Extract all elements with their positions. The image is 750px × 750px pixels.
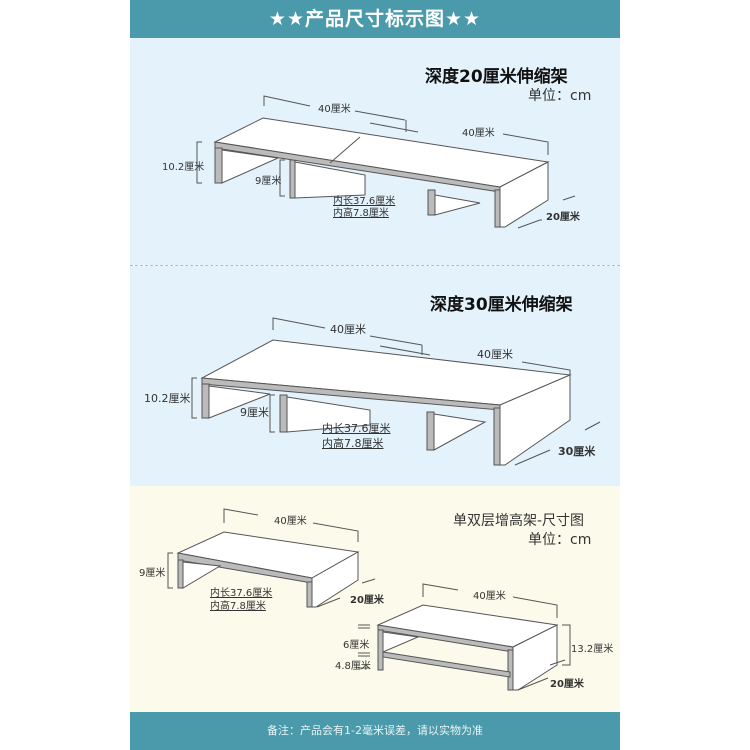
section1-length-left: 40厘米: [318, 104, 351, 115]
shelf-30cm-drawing: [191, 317, 601, 466]
section2-inner-height: 内高7.8厘米: [322, 437, 384, 450]
section1-unit: 单位：cm: [528, 88, 592, 104]
header-title: ★★产品尺寸标示图★★: [268, 8, 482, 30]
section2-height-outer: 10.2厘米: [144, 392, 191, 405]
page-header: ★★产品尺寸标示图★★: [130, 0, 620, 38]
section2-length-right: 40厘米: [477, 348, 513, 361]
double-upper-gap: 6厘米: [343, 640, 370, 651]
double-length: 40厘米: [473, 591, 506, 602]
double-depth: 20厘米: [550, 679, 584, 690]
section1-height-inner: 9厘米: [255, 176, 282, 187]
section-divider: [130, 265, 620, 266]
shelf-20cm-drawing: [196, 95, 576, 229]
single-inner-length: 内长37.6厘米: [210, 588, 273, 599]
section2-depth: 30厘米: [558, 445, 596, 458]
single-inner-height: 内高7.8厘米: [210, 601, 266, 612]
section1-inner-height: 内高7.8厘米: [333, 208, 389, 219]
section1-inner-length: 内长37.6厘米: [333, 196, 396, 207]
section2-height-inner: 9厘米: [240, 406, 269, 419]
footer: 备注：产品会有1-2毫米误差，请以实物为准: [130, 712, 620, 750]
product-dimension-diagram: ★★产品尺寸标示图★★ 备注：产品会有1-2毫米误差，请以实物为准: [130, 0, 620, 750]
section1-length-right: 40厘米: [462, 128, 495, 139]
section1-depth: 20厘米: [546, 212, 580, 223]
footer-note: 备注：产品会有1-2毫米误差，请以实物为准: [267, 724, 483, 737]
single-shelf-drawing: [167, 508, 376, 608]
section3-title: 单双层增高架-尺寸图: [453, 513, 585, 529]
single-depth: 20厘米: [350, 595, 384, 606]
double-height: 13.2厘米: [571, 644, 614, 655]
section2-title: 深度30厘米伸缩架: [430, 295, 573, 315]
double-lower-gap: 4.8厘米: [335, 661, 371, 672]
section2-inner-length: 内长37.6厘米: [322, 422, 391, 435]
single-length: 40厘米: [274, 516, 307, 527]
section2-length-left: 40厘米: [330, 323, 366, 336]
section1-height-outer: 10.2厘米: [162, 162, 205, 173]
section1-title: 深度20厘米伸缩架: [425, 67, 568, 87]
single-height: 9厘米: [139, 568, 166, 579]
section3-unit: 单位：cm: [528, 532, 592, 548]
shelf-drawings: [167, 95, 601, 691]
double-shelf-drawing: [358, 583, 571, 691]
